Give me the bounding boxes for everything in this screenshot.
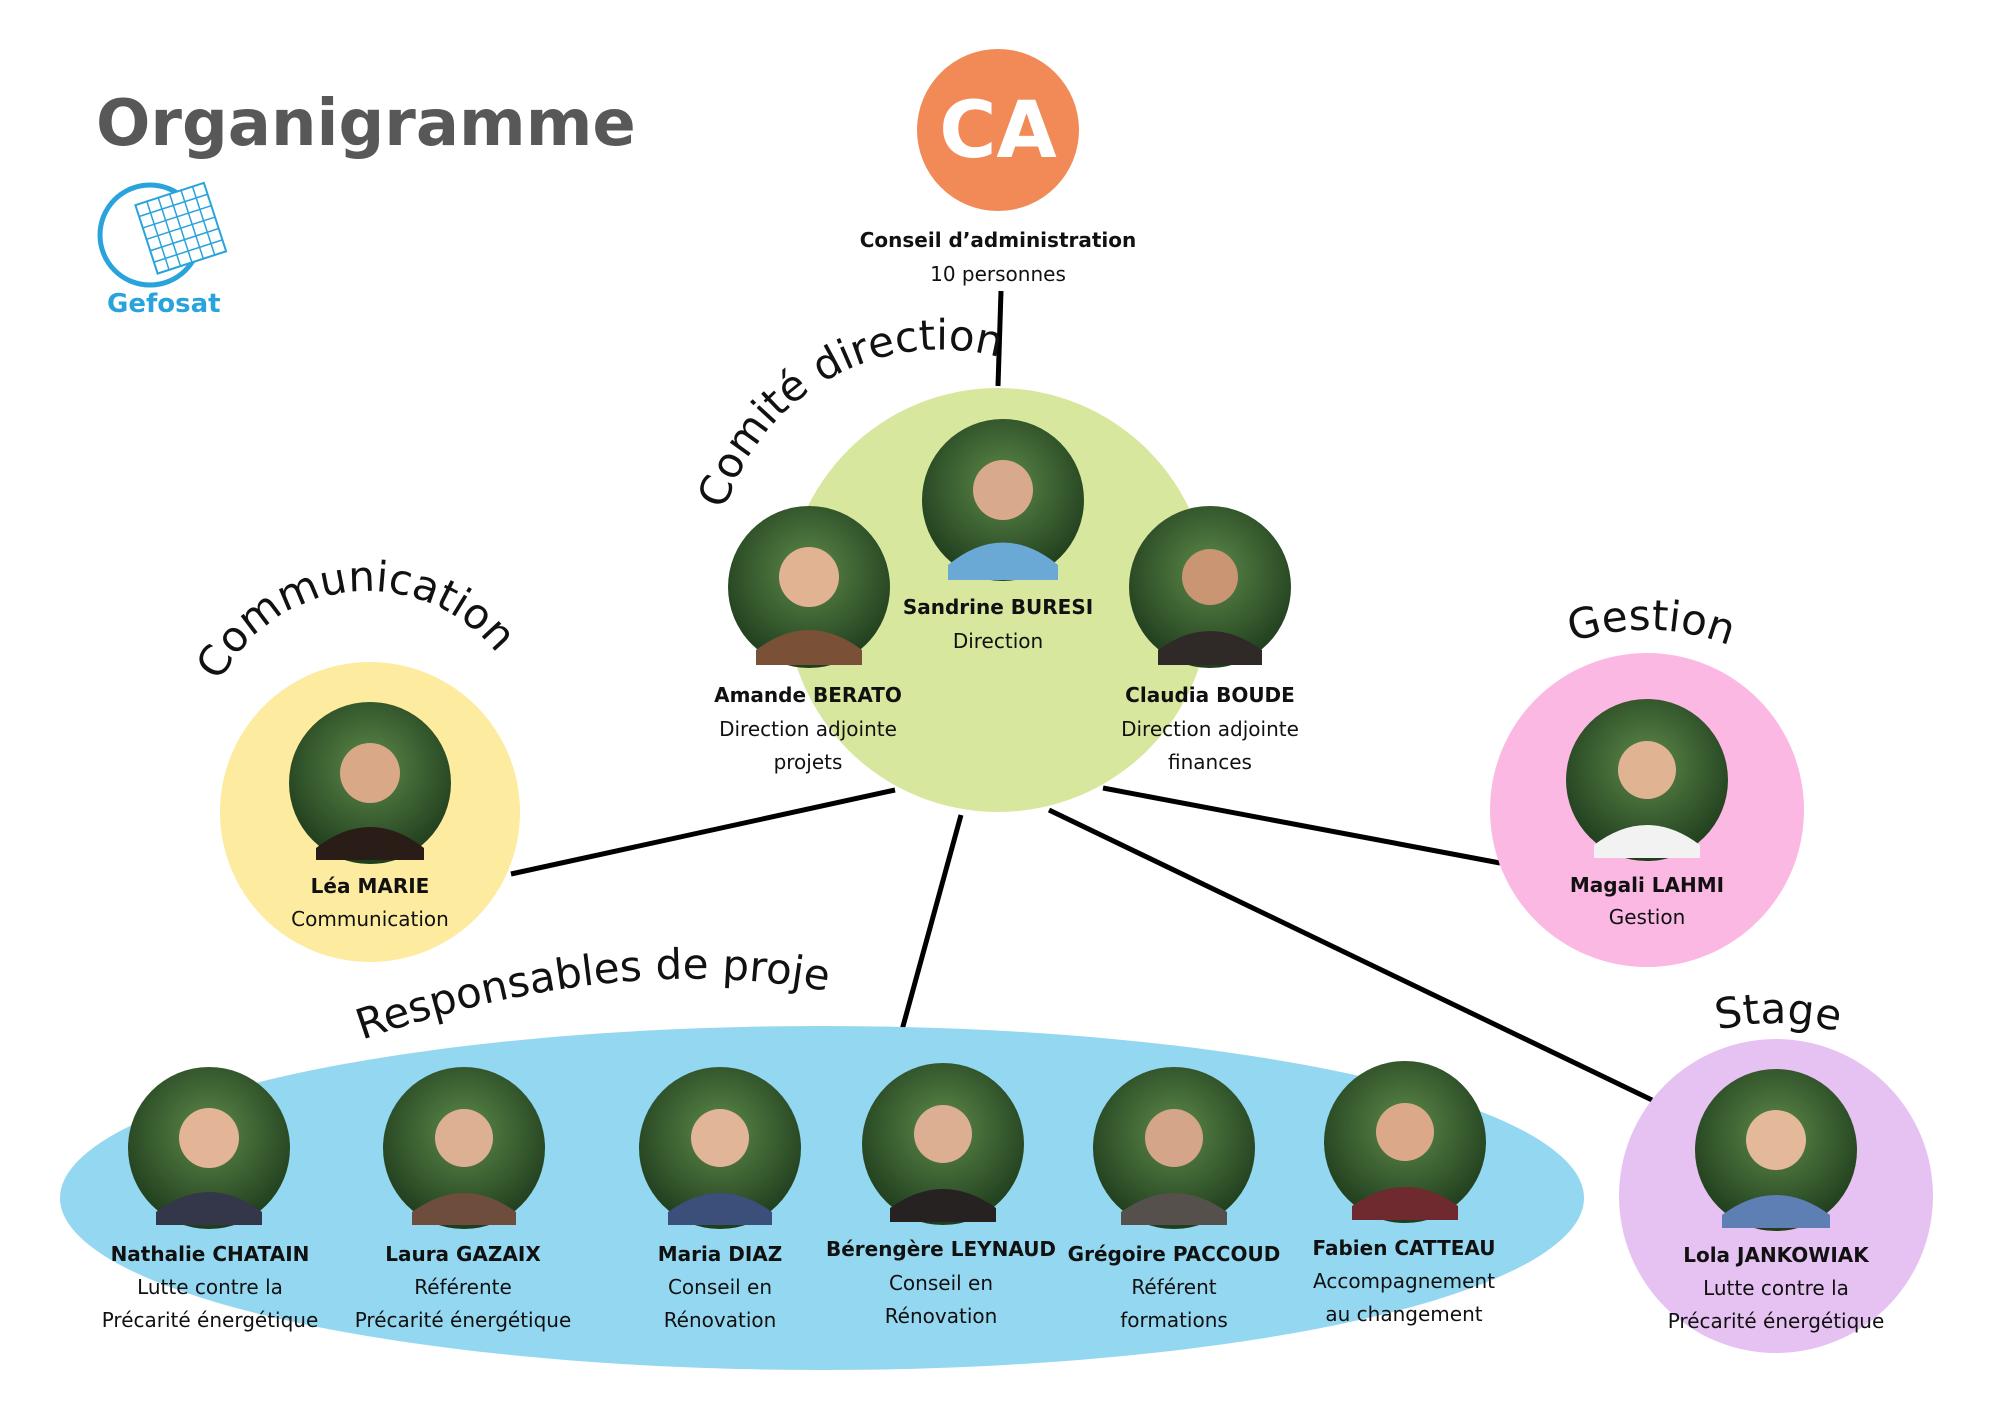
person-card-berengere-leynaud: Bérengère LEYNAUD Conseil en Rénovation xyxy=(826,1063,1056,1328)
person-card-magali-lahmi: Magali LAHMI Gestion xyxy=(1566,699,1728,929)
person-role-line-2: finances xyxy=(1168,750,1252,774)
ca-badge xyxy=(917,49,1079,211)
person-role-line-2: Précarité énergétique xyxy=(102,1308,319,1332)
person-role-line-1: Lutte contre la xyxy=(137,1275,283,1299)
face-shape xyxy=(1376,1103,1434,1161)
person-name: Léa MARIE xyxy=(311,874,430,898)
face-shape xyxy=(435,1109,493,1167)
face-shape xyxy=(779,547,839,607)
person-card-gregoire-paccoud: Grégoire PACCOUD Référent formations xyxy=(1068,1067,1281,1332)
gestion-group-label: Gestion xyxy=(1562,591,1742,655)
person-name: Magali LAHMI xyxy=(1570,873,1724,897)
shoulders-shape xyxy=(1722,1195,1830,1228)
person-name: Sandrine BURESI xyxy=(903,595,1093,619)
ca-initials: CA xyxy=(939,86,1057,176)
connector-ca-comite xyxy=(995,290,1004,387)
gefosat-logo: Gefosat xyxy=(97,181,228,319)
logo-grid-icon xyxy=(134,181,228,275)
shoulders-shape xyxy=(316,827,424,860)
person-name: Claudia BOUDE xyxy=(1125,683,1295,707)
person-role-line-1: Lutte contre la xyxy=(1703,1276,1849,1300)
connector-comite-communication xyxy=(510,787,896,877)
person-card-claudia-boude: Claudia BOUDE Direction adjointe finance… xyxy=(1121,506,1299,774)
ca-name: Conseil d’administration xyxy=(860,228,1137,252)
person-role-line-1: Conseil en xyxy=(668,1275,772,1299)
person-card-sandrine-buresi: Sandrine BURESI Direction xyxy=(903,419,1093,653)
person-role-line-2: Précarité énergétique xyxy=(355,1308,572,1332)
face-shape xyxy=(1145,1109,1203,1167)
person-role-line-2: Précarité énergétique xyxy=(1668,1309,1885,1333)
face-shape xyxy=(1746,1110,1806,1170)
ca-detail: 10 personnes xyxy=(930,262,1066,286)
person-card-laura-gazaix: Laura GAZAIX Référente Précarité énergét… xyxy=(355,1067,572,1332)
shoulders-shape xyxy=(412,1193,516,1225)
person-role-line-1: Accompagnement xyxy=(1313,1269,1495,1293)
person-role-line-1: Direction adjointe xyxy=(1121,717,1299,741)
face-shape xyxy=(973,460,1033,520)
person-name: Fabien CATTEAU xyxy=(1312,1236,1495,1260)
shoulders-shape xyxy=(756,630,862,665)
face-shape xyxy=(340,743,400,803)
person-role-line-2: Rénovation xyxy=(664,1308,777,1332)
shoulders-shape xyxy=(1158,631,1262,665)
shoulders-shape xyxy=(1594,825,1700,858)
person-card-nathalie-chatain: Nathalie CHATAIN Lutte contre la Précari… xyxy=(102,1067,319,1332)
stage-group-label: Stage xyxy=(1711,984,1847,1041)
person-role-line-2: projets xyxy=(774,750,843,774)
shoulders-shape xyxy=(1121,1193,1227,1225)
shoulders-shape xyxy=(156,1192,262,1225)
person-role-line-1: Référent xyxy=(1131,1275,1216,1299)
connector-comite-stage xyxy=(1047,807,1654,1103)
person-name: Nathalie CHATAIN xyxy=(111,1242,310,1266)
person-name: Grégoire PACCOUD xyxy=(1068,1242,1281,1266)
person-name: Bérengère LEYNAUD xyxy=(826,1237,1056,1261)
person-role-line-2: Rénovation xyxy=(885,1304,998,1328)
face-shape xyxy=(691,1109,749,1167)
connector-comite-gestion xyxy=(1102,785,1501,866)
person-card-fabien-catteau: Fabien CATTEAU Accompagnement au changem… xyxy=(1312,1061,1496,1326)
shoulders-shape xyxy=(668,1193,772,1225)
shoulders-shape xyxy=(1352,1187,1458,1220)
face-shape xyxy=(1618,741,1676,799)
page-title: Organigramme xyxy=(96,87,636,161)
face-shape xyxy=(1182,549,1238,605)
connector-comite-responsables xyxy=(899,814,964,1031)
person-name: Maria DIAZ xyxy=(658,1242,783,1266)
person-role-line-2: au changement xyxy=(1325,1302,1482,1326)
shoulders-shape xyxy=(948,542,1058,580)
logo-text: Gefosat xyxy=(107,289,221,319)
face-shape xyxy=(179,1108,239,1168)
person-role-line-2: formations xyxy=(1120,1308,1228,1332)
person-name: Laura GAZAIX xyxy=(385,1242,541,1266)
person-role-line-1: Référente xyxy=(414,1275,512,1299)
shoulders-shape xyxy=(890,1189,996,1222)
person-card-lola-jankowiak: Lola JANKOWIAK Lutte contre la Précarité… xyxy=(1668,1069,1885,1333)
person-role-line-1: Conseil en xyxy=(889,1271,993,1295)
connectors xyxy=(510,290,1654,1103)
comite-group-bg xyxy=(786,388,1210,812)
person-role-line-1: Gestion xyxy=(1609,905,1686,929)
person-name: Amande BERATO xyxy=(714,683,902,707)
person-role-line-1: Direction adjointe xyxy=(719,717,897,741)
face-shape xyxy=(914,1105,972,1163)
person-card-amande-berato: Amande BERATO Direction adjointe projets xyxy=(714,506,902,774)
person-role-line-1: Direction xyxy=(953,629,1043,653)
person-role-line-1: Communication xyxy=(291,907,449,931)
person-card-lea-marie: Léa MARIE Communication xyxy=(289,702,451,931)
person-name: Lola JANKOWIAK xyxy=(1683,1243,1870,1267)
ca-node: CA Conseil d’administration 10 personnes xyxy=(860,49,1137,286)
person-card-maria-diaz: Maria DIAZ Conseil en Rénovation xyxy=(639,1067,801,1332)
